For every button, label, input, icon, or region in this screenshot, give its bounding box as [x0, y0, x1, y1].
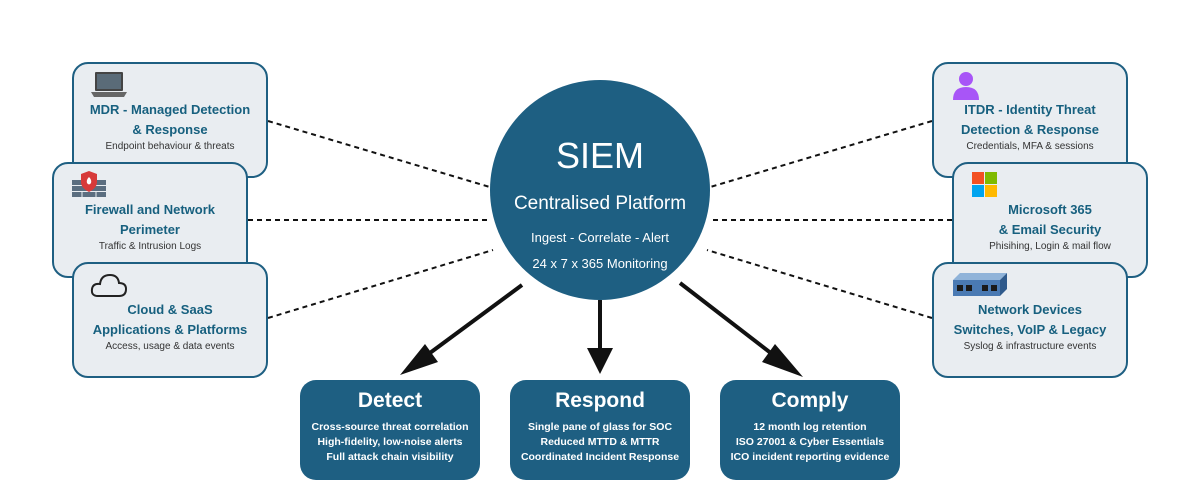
source-title-line1: MDR - Managed Detection [89, 102, 251, 117]
source-title-line1: Firewall and Network [84, 202, 216, 217]
windows-icon [972, 172, 997, 197]
outcome-line: Cross-source threat correlation [311, 421, 469, 433]
firewall-icon [72, 171, 106, 197]
siem-hub: SIEM Centralised Platform Ingest - Corre… [490, 80, 710, 300]
arrow-comply [678, 281, 803, 377]
outcome-card-respond: Respond Single pane of glass for SOC Red… [510, 380, 690, 480]
source-card-m365: Microsoft 365 & Email Security Phisihing… [952, 162, 1148, 278]
source-title-line1: Microsoft 365 [1008, 202, 1092, 217]
outcome-line: ICO incident reporting evidence [730, 451, 890, 463]
source-subtitle: Access, usage & data events [105, 341, 235, 352]
source-subtitle: Phisihing, Login & mail flow [989, 241, 1111, 252]
outcome-card-comply: Comply 12 month log retention ISO 27001 … [720, 380, 900, 480]
source-card-firewall: Firewall and Network Perimeter Traffic &… [52, 162, 248, 278]
connector-network [706, 249, 933, 319]
source-subtitle: Endpoint behaviour & threats [105, 141, 235, 152]
source-title-line1: ITDR - Identity Threat [964, 102, 1096, 117]
source-title-line2: Detection & Response [961, 122, 1099, 137]
connector-itdr [706, 120, 933, 189]
source-title-line2: Applications & Platforms [92, 322, 248, 337]
outcome-line: 12 month log retention [753, 421, 867, 433]
outcome-title: Detect [357, 389, 423, 412]
outcome-line: Full attack chain visibility [326, 451, 454, 463]
arrow-detect [400, 283, 524, 375]
laptop-icon [91, 72, 127, 97]
outcome-card-detect: Detect Cross-source threat correlation H… [300, 380, 480, 480]
source-title-line2: Perimeter [120, 222, 180, 237]
source-card-itdr: ITDR - Identity Threat Detection & Respo… [932, 62, 1128, 178]
arrow-respond [587, 300, 613, 374]
outcome-line: Reduced MTTD & MTTR [540, 436, 660, 448]
source-title-line1: Cloud & SaaS [127, 302, 213, 317]
source-subtitle: Syslog & infrastructure events [963, 341, 1097, 352]
source-title-line2: Switches, VoIP & Legacy [953, 322, 1107, 337]
network-switch-icon [953, 273, 1007, 296]
source-title-line2: & Response [132, 122, 208, 137]
outcome-title: Respond [555, 389, 645, 412]
source-card-cloud: Cloud & SaaS Applications & Platforms Ac… [72, 262, 268, 378]
outcome-title: Comply [771, 389, 849, 412]
outcome-line: ISO 27001 & Cyber Essentials [735, 436, 885, 448]
source-title-line2: & Email Security [998, 222, 1102, 237]
source-card-network: Network Devices Switches, VoIP & Legacy … [932, 262, 1128, 378]
hub-title: SIEM [555, 135, 644, 176]
outcome-line: Coordinated Incident Response [520, 451, 680, 463]
cloud-icon [90, 273, 128, 297]
hub-subtitle: Centralised Platform [513, 193, 687, 214]
user-icon [953, 72, 979, 100]
outcome-line: Single pane of glass for SOC [527, 421, 673, 433]
source-title-line1: Network Devices [977, 302, 1083, 317]
source-subtitle: Traffic & Intrusion Logs [98, 241, 202, 252]
source-subtitle: Credentials, MFA & sessions [966, 141, 1094, 152]
connector-cloud [267, 249, 494, 319]
outcome-line: High-fidelity, low-noise alerts [317, 436, 463, 448]
connector-mdr [267, 120, 494, 189]
hub-line-ingest: Ingest - Correlate - Alert [531, 230, 669, 245]
hub-line-monitoring: 24 x 7 x 365 Monitoring [532, 256, 668, 271]
source-card-mdr: MDR - Managed Detection & Response Endpo… [72, 62, 268, 178]
